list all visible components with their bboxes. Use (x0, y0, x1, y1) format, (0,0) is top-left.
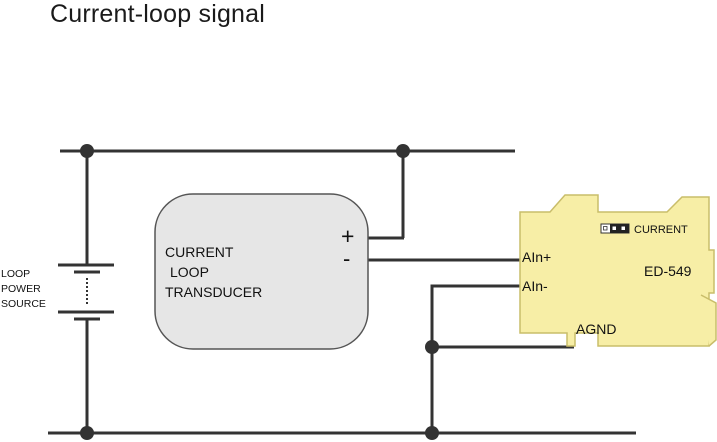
diagram-title: Current-loop signal (50, 0, 266, 28)
pin-agnd-label: AGND (576, 321, 616, 337)
transducer-plus-sign: + (341, 223, 354, 249)
pin-ain-plus-label: AIn+ (522, 249, 551, 265)
transducer-label-line3: TRANSDUCER (165, 284, 262, 300)
junction-dot (396, 144, 410, 158)
jumper-label: CURRENT (634, 224, 688, 236)
source-label-line3: SOURCE (1, 298, 46, 310)
module-side-bracket (700, 294, 717, 347)
module-body (519, 194, 715, 347)
pin-ain-minus-label: AIn- (522, 278, 548, 294)
module-name: ED-549 (644, 263, 692, 279)
junction-dot (80, 426, 94, 440)
jumper-icon (600, 223, 630, 234)
ain-minus-wire (430, 284, 520, 433)
transducer-box (154, 193, 369, 350)
transducer-minus-sign: - (343, 246, 350, 271)
junction-dot (80, 144, 94, 158)
source-label-line2: POWER (1, 283, 41, 295)
junction-dot (425, 426, 439, 440)
transducer-label-line1: CURRENT (165, 244, 234, 260)
source-label-line1: LOOP (1, 268, 30, 280)
transducer-label-line2: LOOP (170, 264, 209, 280)
junction-dot (425, 340, 439, 354)
